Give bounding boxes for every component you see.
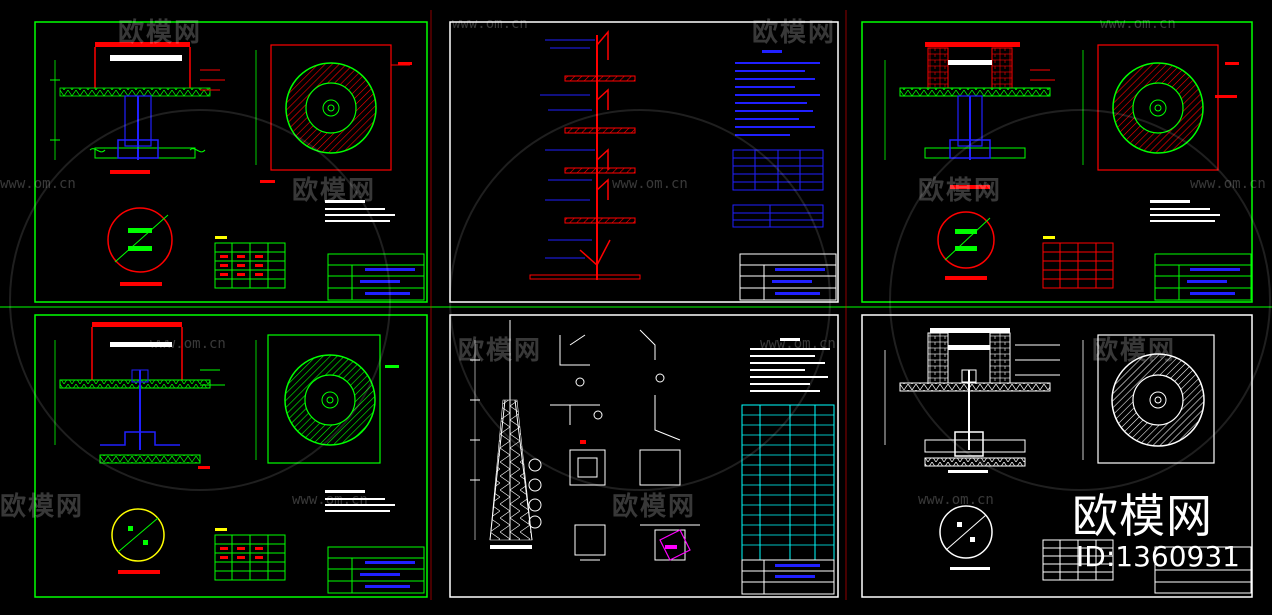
sheet-top-right	[861, 21, 1253, 303]
sheet-top-left	[34, 21, 428, 303]
sheet-top-middle	[449, 21, 839, 303]
sheet-bottom-middle	[449, 314, 839, 598]
sheet-bottom-right	[861, 314, 1253, 598]
sheet-bottom-left	[34, 314, 428, 598]
